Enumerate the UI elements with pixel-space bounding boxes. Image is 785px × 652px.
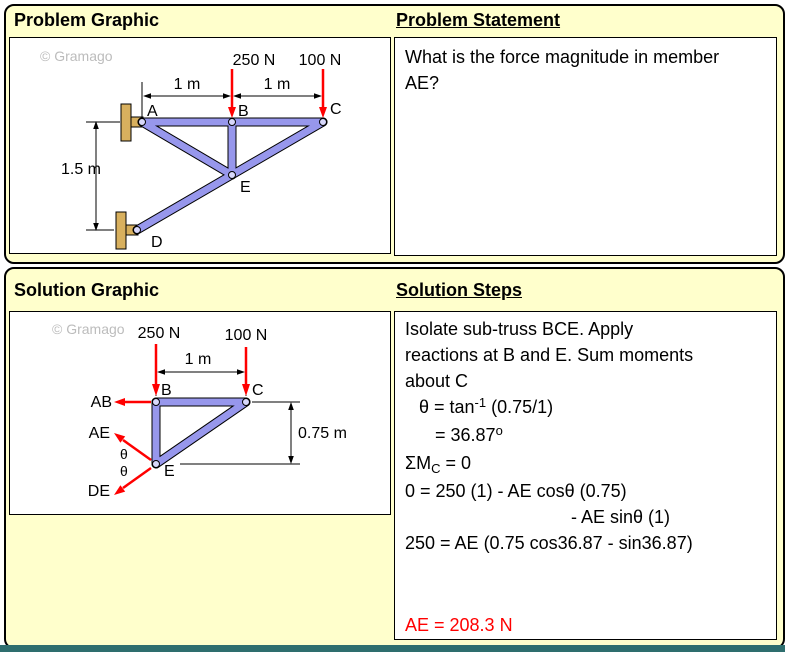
dim-label-height: 0.75 m [298, 425, 347, 442]
step-text: o [495, 423, 503, 438]
solution-step-line: = 36.87o [405, 422, 766, 450]
dim-label-ab: 1 m [174, 76, 201, 93]
dim-label-height: 1.5 m [61, 161, 101, 178]
watermark-text: © Gramago [52, 321, 125, 337]
problem-graphic-title: Problem Graphic [14, 10, 160, 30]
step-text: = 0 [440, 453, 472, 473]
joint-label-d: D [151, 234, 163, 251]
force-arrow-100n [319, 69, 327, 118]
step-text: AE = 208.3 N [405, 615, 513, 635]
dim-arrowhead [233, 93, 241, 99]
theta-label-1: θ [120, 446, 128, 462]
solution-step-line: - AE sinθ (1) [405, 504, 766, 530]
solution-step-line: AE = 208.3 N [405, 612, 766, 638]
dim-arrowhead [237, 369, 245, 375]
pin-b [152, 398, 160, 406]
solution-step-line: 250 = AE (0.75 cos36.87 - sin36.87) [405, 530, 766, 556]
solution-steps-title: Solution Steps [396, 280, 522, 300]
reaction-label-ab: AB [91, 394, 112, 411]
dim-label-bc: 1 m [185, 351, 212, 368]
force-label-100n: 100 N [225, 327, 268, 344]
member-ae [138, 118, 236, 179]
joint-label-e: E [164, 463, 175, 480]
joint-label-b: B [238, 103, 249, 120]
support-bar [115, 211, 127, 250]
truss-pins [133, 118, 327, 234]
pin-c [319, 118, 327, 126]
solution-graphic-title: Solution Graphic [14, 280, 160, 300]
force-arrow-250n [152, 344, 160, 396]
pin-e [152, 460, 160, 468]
pin-c [242, 398, 250, 406]
problem-graphic-box: © Gramago [9, 37, 391, 254]
force-arrow-100n [242, 347, 250, 396]
solution-steps-box: Isolate sub-truss BCE. Apply reactions a… [394, 311, 777, 640]
solution-truss-diagram: © Gramago 1 m 0.75 m [52, 321, 347, 500]
support-bar [120, 103, 132, 142]
footer-bar [0, 645, 785, 652]
joint-label-a: A [147, 103, 158, 120]
step-text: ΣM [405, 453, 432, 473]
reaction-arrow-ab [114, 398, 151, 406]
dim-arrowhead [288, 402, 294, 410]
step-text: - AE sinθ (1) [571, 507, 671, 527]
step-text: C [431, 461, 441, 476]
pin-a [138, 118, 146, 126]
step-text: θ = tan [419, 397, 475, 417]
dim-arrowhead [93, 223, 99, 231]
joint-label-c: C [252, 382, 264, 399]
wall-support-d [115, 211, 139, 250]
truss-members [151, 397, 251, 469]
reaction-arrow-ae [114, 433, 152, 462]
solution-steps-list: Isolate sub-truss BCE. Apply reactions a… [395, 312, 776, 642]
problem-statement-title: Problem Statement [396, 10, 561, 30]
theta-label-2: θ [120, 463, 128, 479]
solution-step-line: 0 = 250 (1) - AE cosθ (0.75) [405, 478, 766, 504]
step-text: -1 [474, 395, 487, 410]
problem-panel: Problem Graphic Problem Statement © Gram… [4, 4, 785, 264]
dim-label-bc: 1 m [264, 76, 291, 93]
step-text: 250 = AE (0.75 cos36.87 - sin36.87) [405, 533, 693, 553]
solution-panel: Solution Graphic Solution Steps © Gramag… [4, 267, 785, 649]
solution-step-line: θ = tan-1 (0.75/1) [405, 394, 766, 422]
dimension-annotations [86, 82, 324, 231]
pin-e [228, 171, 236, 179]
dim-arrowhead [223, 93, 231, 99]
reaction-label-de: DE [88, 483, 110, 500]
dim-arrowhead [314, 93, 322, 99]
solution-graphic-box: © Gramago 1 m 0.75 m [9, 311, 391, 515]
force-label-250n: 250 N [233, 52, 276, 69]
force-arrow-250n [228, 69, 236, 118]
pin-d [133, 226, 141, 234]
pin-b [228, 118, 236, 126]
force-label-100n: 100 N [299, 52, 342, 69]
problem-truss-diagram: © Gramago [40, 48, 342, 251]
joint-label-e: E [240, 179, 251, 196]
reaction-arrow-de [114, 466, 152, 495]
step-text: Isolate sub-truss BCE. Apply reactions a… [405, 319, 694, 391]
step-text: 0 = 250 (1) - AE cosθ (0.75) [405, 481, 627, 501]
force-label-250n: 250 N [138, 325, 181, 342]
joint-label-c: C [330, 101, 342, 118]
solution-step-line: Isolate sub-truss BCE. Apply reactions a… [405, 316, 705, 394]
step-text: = 36.87 [435, 425, 496, 445]
dim-arrowhead [143, 93, 151, 99]
dim-arrowhead [93, 121, 99, 129]
problem-statement-text: What is the force magnitude in member AE… [405, 47, 720, 93]
truss-pins [152, 398, 250, 468]
solution-step-line: ΣMC = 0 [405, 450, 766, 478]
watermark-text: © Gramago [40, 48, 113, 64]
problem-statement-box: What is the force magnitude in member AE… [394, 37, 777, 256]
reaction-label-ae: AE [89, 425, 110, 442]
dim-arrowhead [288, 456, 294, 464]
dim-arrowhead [157, 369, 165, 375]
joint-label-b: B [161, 382, 172, 399]
member-ec [152, 398, 250, 468]
step-text: (0.75/1) [486, 397, 554, 417]
